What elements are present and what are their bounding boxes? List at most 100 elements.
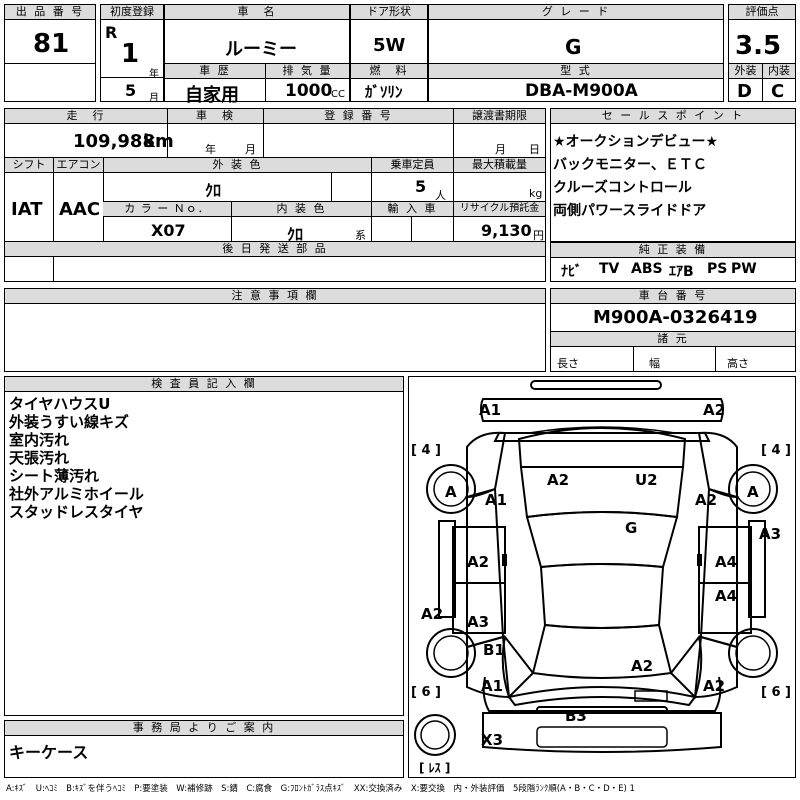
notes-label: 注 意 事 項 欄	[5, 289, 545, 304]
genuine-label: 純 正 装 備	[551, 243, 795, 258]
recycle-label: リサイクル預託金	[453, 202, 545, 217]
lot-label: 出 品 番 号	[5, 5, 95, 20]
damage-mark: A2	[631, 657, 654, 675]
fuel: ｶﾞｿﾘﾝ	[365, 83, 403, 101]
model-label: 型 式	[429, 64, 723, 79]
door-box: ドア形状 5W 燃 料 ｶﾞｿﾘﾝ	[350, 4, 428, 102]
damage-mark: A4	[715, 587, 738, 605]
ac: AAC	[59, 199, 101, 220]
sales-point-line: バックモニター、ＥＴＣ	[553, 157, 707, 173]
first-reg-label: 初度登録	[101, 5, 163, 20]
reg-month: 5	[125, 81, 137, 100]
inspector-label: 検 査 員 記 入 欄	[5, 377, 403, 392]
fuel-label: 燃 料	[351, 64, 427, 79]
displacement-label: 排 気 量	[265, 64, 349, 79]
sales-point-line: クルーズコントロール	[553, 180, 692, 196]
damage-mark: A2	[695, 491, 718, 509]
genuine-item: ﾅﾋﾞ	[561, 264, 582, 280]
office-box: 事 務 局 よ り ご 案 内 キーケース	[4, 720, 404, 778]
inspector-box: 検 査 員 記 入 欄 タイヤハウスU 外装うすい線キズ 室内汚れ 天張汚れ シ…	[4, 376, 404, 716]
reg-year: 1	[121, 39, 140, 69]
ext-color: ｸﾛ	[205, 181, 222, 200]
damage-mark: A2	[421, 605, 444, 623]
chassis-box: 車 台 番 号 M900A-0326419 諸 元 長さ 幅 高さ	[550, 288, 796, 372]
damage-mark: U2	[635, 471, 658, 489]
person-unit: 人	[435, 189, 446, 202]
inspector-line: 社外アルミホイール	[9, 485, 144, 503]
spec-label: 諸 元	[551, 332, 795, 347]
yen-unit: 円	[533, 229, 544, 242]
sales-points-box: セ ー ル ス ポ イ ン ト ★オークションデビュー★ バックモニター、ＥＴＣ…	[550, 108, 796, 242]
shift: IAT	[11, 199, 43, 220]
damage-mark: A2	[703, 677, 726, 695]
car-diagram: [ 4 ] [ 4 ] [ 6 ] [ 6 ] [ ﾚｽ ] A1 A2 A A…	[408, 376, 796, 778]
tire-depth-fl: [ 4 ]	[411, 443, 441, 458]
damage-mark: B3	[565, 707, 587, 725]
car-outline-svg	[414, 380, 778, 756]
genuine-item: ABS	[631, 261, 663, 277]
capacity: 5	[415, 177, 427, 196]
car-box: 車 名 ルーミー 車 歴 排 気 量 自家用 1000 CC	[164, 4, 350, 106]
damage-mark: A	[747, 483, 759, 501]
genuine-item: TV	[599, 261, 620, 277]
car-name-label: 車 名	[165, 5, 349, 20]
mileage-unit: km	[143, 131, 174, 152]
sales-point-line: 両側パワースライドドア	[553, 203, 707, 219]
inspection-month-unit: 月	[245, 143, 256, 156]
month-unit: 月	[149, 93, 159, 104]
tire-depth-rl: [ 6 ]	[411, 685, 441, 700]
genuine-box: 純 正 装 備 ﾅﾋﾞ TV ABS ｴｱB PS PW	[550, 242, 796, 282]
recycle: 9,130	[481, 221, 532, 240]
mileage-block: 走 行 車 検 登 録 番 号 譲渡書期限 109,988 km 年 月 月 日…	[4, 108, 546, 282]
score-label: 評価点	[729, 5, 795, 20]
later-parts-label: 後 日 発 送 部 品	[5, 242, 545, 257]
int-color-label: 内 装 色	[231, 202, 371, 217]
history-label: 車 歴	[165, 64, 265, 79]
ext-grade: D	[737, 81, 752, 102]
era-letter: R	[105, 23, 118, 42]
ext-label: 外装	[729, 64, 762, 79]
transfer-month-unit: 月	[495, 143, 506, 156]
grade-box: グ レ ー ド G 型 式 DBA-M900A	[428, 4, 724, 102]
damage-mark: B1	[483, 641, 505, 659]
tire-depth-fr: [ 4 ]	[761, 443, 791, 458]
import-label: 輸 入 車	[371, 202, 453, 217]
model: DBA-M900A	[525, 81, 638, 101]
chassis-label: 車 台 番 号	[551, 289, 795, 304]
genuine-item: PW	[731, 261, 757, 277]
color-no-label: カ ラ ー Ｎｏ．	[103, 202, 231, 217]
int-label: 内装	[762, 64, 795, 79]
damage-mark: A1	[485, 491, 508, 509]
notes-box: 注 意 事 項 欄	[4, 288, 546, 372]
door: 5W	[373, 35, 406, 56]
inspector-line: タイヤハウスU	[9, 395, 111, 413]
genuine-item: ｴｱB	[669, 264, 694, 280]
color-no: X07	[151, 221, 186, 240]
legend-text: A:ｷｽﾞ U:ﾍｺﾐ B:ｷｽﾞを伴うﾍｺﾐ P:要塗装 W:補修跡 S:錆 …	[6, 784, 635, 794]
score: 3.5	[735, 31, 782, 61]
capacity-label: 乗車定員	[371, 158, 453, 173]
width-label: 幅	[649, 357, 660, 370]
tire-depth-rr: [ 6 ]	[761, 685, 791, 700]
inspector-line: シート薄汚れ	[9, 467, 100, 485]
lot-number: 81	[33, 29, 70, 59]
damage-mark: X3	[481, 731, 504, 749]
office-label: 事 務 局 よ り ご 案 内	[5, 721, 403, 736]
int-grade: C	[771, 81, 785, 102]
kg-unit: kg	[529, 187, 543, 200]
lot-box: 出 品 番 号 81	[4, 4, 96, 102]
inspector-line: 室内汚れ	[9, 431, 70, 449]
damage-mark: G	[625, 519, 638, 537]
genuine-item: PS	[707, 261, 728, 277]
damage-mark: A3	[759, 525, 782, 543]
height-label: 高さ	[727, 357, 749, 370]
max-load-label: 最大積載量	[453, 158, 545, 173]
damage-mark: A1	[481, 677, 504, 695]
transfer-label: 譲渡書期限	[453, 109, 545, 124]
sales-points-label: セ ー ル ス ポ イ ン ト	[551, 109, 795, 124]
grade: G	[565, 35, 582, 59]
inspector-line: 外装うすい線キズ	[9, 413, 130, 431]
chassis-number: M900A-0326419	[593, 307, 758, 328]
cc-unit: CC	[331, 89, 345, 100]
length-label: 長さ	[557, 357, 579, 370]
